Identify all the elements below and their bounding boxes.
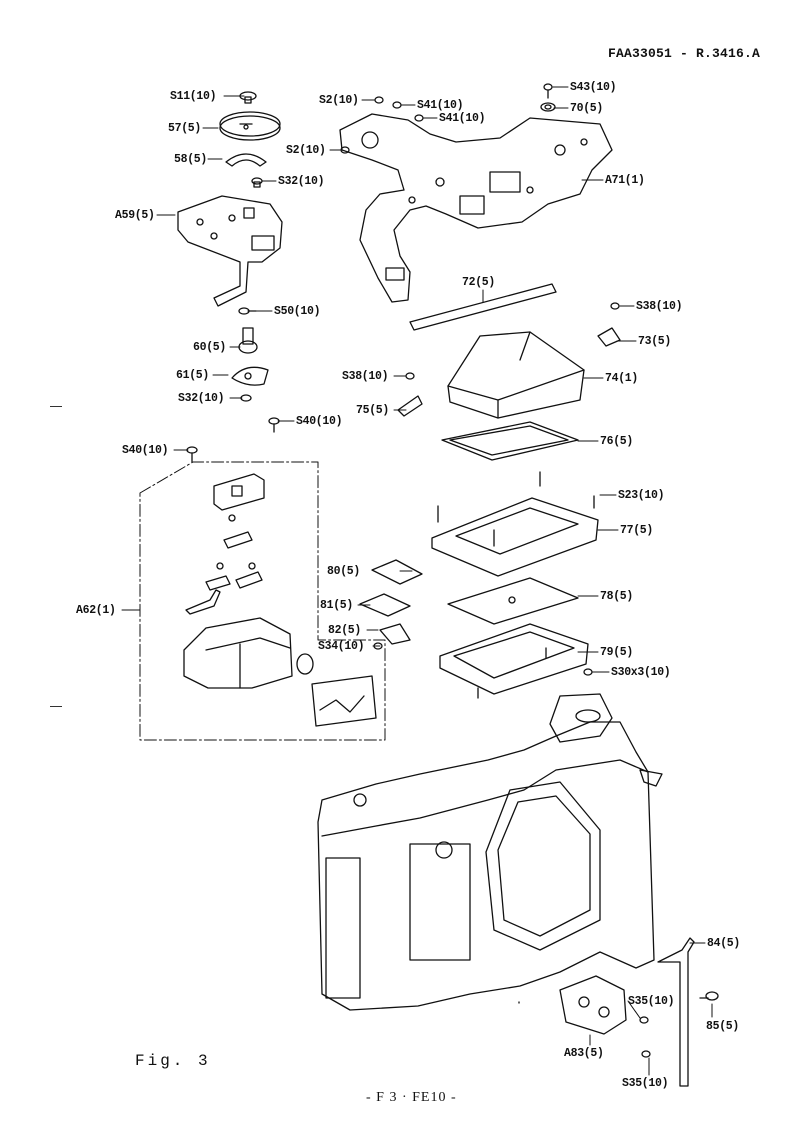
- part-s32-screw: [251, 177, 263, 188]
- label-58: 58(5): [174, 153, 208, 166]
- label-61: 61(5): [176, 369, 210, 382]
- part-82-strip: [379, 623, 411, 645]
- label-72: 72(5): [462, 276, 496, 289]
- label-s11: S11(10): [170, 90, 217, 103]
- part-s34-screw: [373, 642, 383, 650]
- label-a83: A83(5): [564, 1047, 604, 1060]
- label-s41b: S41(10): [439, 112, 486, 125]
- label-79: 79(5): [600, 646, 634, 659]
- part-84-rod: [657, 937, 695, 1087]
- label-76: 76(5): [600, 435, 634, 448]
- page-footer: - F 3 · FE10 -: [366, 1090, 457, 1105]
- label-82: 82(5): [328, 624, 362, 637]
- label-77: 77(5): [620, 524, 654, 537]
- label-60: 60(5): [193, 341, 227, 354]
- label-84: 84(5): [707, 937, 741, 950]
- label-a62: A62(1): [76, 604, 116, 617]
- label-78: 78(5): [600, 590, 634, 603]
- part-top-screws: [340, 83, 556, 154]
- part-s35-screws: [639, 1016, 651, 1058]
- label-s38a: S38(10): [636, 300, 683, 313]
- label-57: 57(5): [168, 122, 202, 135]
- part-s50-screw: [238, 307, 257, 315]
- part-57-dial: [219, 111, 281, 141]
- part-75-spring: [397, 395, 423, 417]
- label-s35b: S35(10): [622, 1077, 669, 1090]
- part-72-strip: [409, 283, 557, 331]
- label-a71: A71(1): [605, 174, 645, 187]
- part-a62-assembly: [183, 473, 377, 727]
- margin-mark-top: [50, 406, 62, 407]
- label-s32b: S32(10): [178, 392, 225, 405]
- label-s50: S50(10): [274, 305, 321, 318]
- part-camera-body: [317, 693, 663, 1011]
- part-61-lever: [231, 366, 269, 386]
- label-s38b: S38(10): [342, 370, 389, 383]
- part-73-clip: [597, 327, 621, 347]
- document-code: FAA33051 - R.3416.A: [608, 46, 761, 61]
- label-s30: S30x3(10): [611, 666, 671, 679]
- part-s11-screw: [239, 91, 257, 104]
- part-s30-screw: [583, 668, 593, 676]
- label-80: 80(5): [327, 565, 361, 578]
- part-s38a-screw: [610, 302, 620, 310]
- label-75: 75(5): [356, 404, 390, 417]
- label-a59: A59(5): [115, 209, 155, 222]
- label-73: 73(5): [638, 335, 672, 348]
- part-77-frame: [431, 471, 599, 577]
- part-60-knob: [238, 327, 258, 354]
- label-s40a: S40(10): [296, 415, 343, 428]
- label-s34: S34(10): [318, 640, 365, 653]
- part-78-screen: [447, 577, 579, 625]
- part-85-screw: [699, 991, 719, 1001]
- part-74-prism: [447, 331, 585, 419]
- part-flex-board: [339, 113, 613, 303]
- label-s41a: S41(10): [417, 99, 464, 112]
- label-s2a: S2(10): [319, 94, 359, 107]
- part-s32b-screw: [240, 394, 252, 402]
- part-79-frame: [439, 623, 589, 699]
- figure-label: Fig. 3: [135, 1052, 211, 1070]
- label-74: 74(1): [605, 372, 639, 385]
- label-s43: S43(10): [570, 81, 617, 94]
- label-s23: S23(10): [618, 489, 665, 502]
- part-80-plate: [371, 559, 423, 585]
- part-76-gasket: [441, 421, 579, 461]
- part-a59-bracket: [177, 195, 283, 307]
- part-s40b-screw: [186, 446, 198, 463]
- label-85: 85(5): [706, 1020, 740, 1033]
- margin-mark-bottom: [50, 706, 62, 707]
- label-s2b: S2(10): [286, 144, 326, 157]
- label-s40b: S40(10): [122, 444, 169, 457]
- part-s40a-screw: [268, 417, 280, 433]
- label-s35a: S35(10): [628, 995, 675, 1008]
- label-s32a: S32(10): [278, 175, 325, 188]
- label-81: 81(5): [320, 599, 354, 612]
- assembly-frame-a62: [139, 461, 386, 741]
- part-58-washer: [225, 153, 267, 167]
- label-70: 70(5): [570, 102, 604, 115]
- part-a83-assembly: [559, 975, 627, 1035]
- part-81-plate: [359, 593, 411, 617]
- part-s38b-screw: [405, 372, 415, 380]
